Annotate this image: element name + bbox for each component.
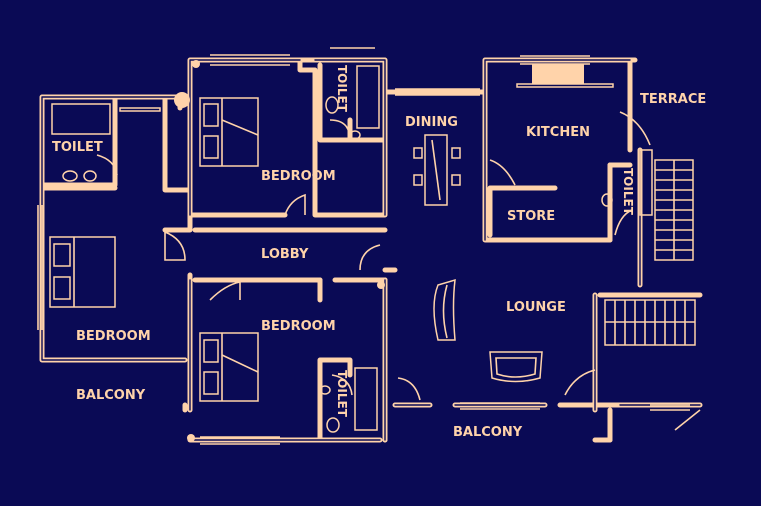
lounge-sofa-front — [489, 351, 543, 383]
kitchen-counter — [516, 64, 614, 88]
label-toilet-bottom: TOILET — [335, 370, 349, 418]
stairs-upper — [654, 159, 694, 261]
room-labels: TOILET BEDROOM TOILET DINING KITCHEN TER… — [52, 65, 706, 440]
wardrobe-top — [119, 107, 161, 112]
bed-left-bedroom — [49, 236, 116, 308]
door-swings — [96, 111, 701, 431]
label-lounge: LOUNGE — [506, 300, 566, 315]
label-store: STORE — [507, 209, 555, 224]
toilet-fixtures-top — [325, 65, 380, 140]
furniture — [49, 60, 696, 442]
column-marker — [377, 281, 385, 289]
dining-table — [413, 134, 461, 206]
toilet-fixtures-left — [51, 103, 111, 182]
stairs-lower — [604, 299, 696, 346]
label-toilet-left: TOILET — [52, 140, 103, 155]
label-lobby: LOBBY — [261, 247, 309, 262]
bed-top-bedroom — [199, 97, 259, 167]
label-bedroom-top: BEDROOM — [261, 169, 336, 184]
label-balcony-left: BALCONY — [76, 388, 146, 403]
label-bedroom-middle: BEDROOM — [261, 319, 336, 334]
label-balcony-bottom: BALCONY — [453, 425, 523, 440]
label-kitchen: KITCHEN — [526, 125, 590, 140]
label-dining: DINING — [405, 115, 458, 130]
column-marker — [174, 92, 190, 108]
toilet-fixtures-right — [601, 149, 653, 216]
label-terrace: TERRACE — [640, 92, 706, 107]
column-marker — [192, 60, 200, 68]
label-toilet-top: TOILET — [335, 65, 349, 113]
label-bedroom-left: BEDROOM — [76, 329, 151, 344]
column-marker — [187, 434, 195, 442]
toilet-fixtures-bottom — [319, 367, 378, 433]
lounge-sofa-side — [433, 278, 456, 341]
bed-bottom-bedroom — [199, 332, 259, 402]
label-toilet-right: TOILET — [621, 168, 635, 216]
